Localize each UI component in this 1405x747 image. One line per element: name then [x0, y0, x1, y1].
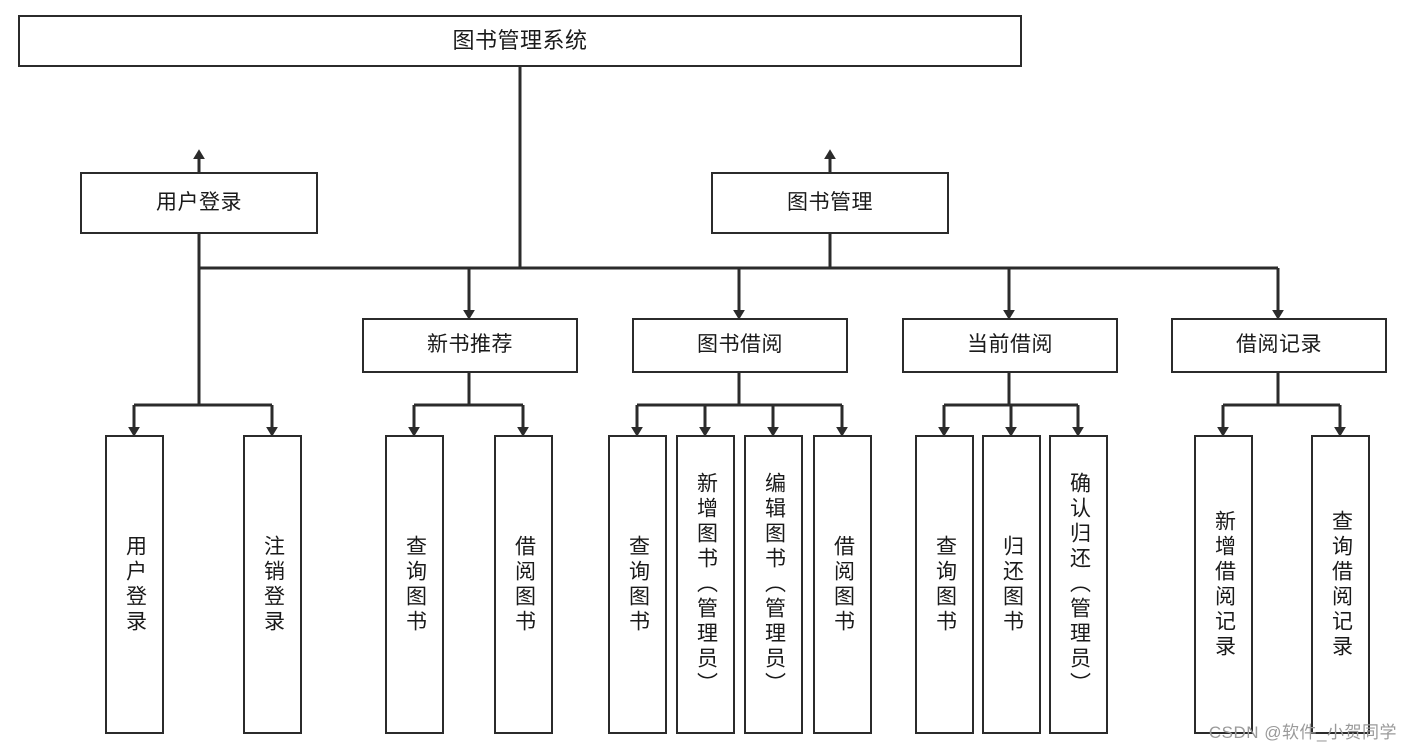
- node-root-book-management-system[interactable]: 图书管理系统: [18, 15, 1022, 67]
- node-label: 用户登录: [123, 534, 147, 635]
- node-label: 查询图书: [933, 534, 957, 635]
- node-leaf-borrow-edit-book[interactable]: 编辑图书（管理员）: [744, 435, 803, 734]
- node-current-borrowing[interactable]: 当前借阅: [902, 318, 1118, 373]
- node-label: 新增借阅记录: [1212, 509, 1236, 660]
- node-label: 借阅记录: [1236, 333, 1322, 357]
- node-new-book-recommendation[interactable]: 新书推荐: [362, 318, 578, 373]
- node-label: 图书借阅: [697, 333, 783, 357]
- node-leaf-rec-query-book[interactable]: 查询图书: [385, 435, 444, 734]
- node-label: 用户登录: [156, 190, 242, 214]
- node-leaf-borrow-borrow-book[interactable]: 借阅图书: [813, 435, 872, 734]
- node-borrowing-record[interactable]: 借阅记录: [1171, 318, 1387, 373]
- node-leaf-logout[interactable]: 注销登录: [243, 435, 302, 734]
- node-leaf-user-login[interactable]: 用户登录: [105, 435, 164, 734]
- node-leaf-cur-confirm-return[interactable]: 确认归还（管理员）: [1049, 435, 1108, 734]
- node-leaf-cur-query-book[interactable]: 查询图书: [915, 435, 974, 734]
- node-leaf-rec-add-record[interactable]: 新增借阅记录: [1194, 435, 1253, 734]
- node-label: 查询图书: [626, 534, 650, 635]
- node-leaf-rec-query-record[interactable]: 查询借阅记录: [1311, 435, 1370, 734]
- node-label: 图书管理系统: [452, 28, 588, 54]
- node-book-borrowing[interactable]: 图书借阅: [632, 318, 848, 373]
- node-label: 归还图书: [1000, 534, 1024, 635]
- node-leaf-cur-return-book[interactable]: 归还图书: [982, 435, 1041, 734]
- node-label: 当前借阅: [967, 333, 1053, 357]
- node-label: 图书管理: [787, 190, 873, 214]
- node-label: 新书推荐: [427, 333, 513, 357]
- node-label: 查询借阅记录: [1329, 509, 1353, 660]
- node-label: 新增图书（管理员）: [694, 472, 718, 697]
- node-label: 确认归还（管理员）: [1067, 472, 1091, 697]
- csdn-watermark: CSDN @软件_小贺同学: [1208, 723, 1397, 742]
- node-user-login[interactable]: 用户登录: [80, 172, 318, 234]
- node-leaf-borrow-query-book[interactable]: 查询图书: [608, 435, 667, 734]
- node-label: 注销登录: [261, 534, 285, 635]
- node-label: 查询图书: [403, 534, 427, 635]
- node-label: 借阅图书: [512, 534, 536, 635]
- node-leaf-borrow-add-book[interactable]: 新增图书（管理员）: [676, 435, 735, 734]
- node-label: 借阅图书: [831, 534, 855, 635]
- node-book-management[interactable]: 图书管理: [711, 172, 949, 234]
- node-leaf-rec-borrow-book[interactable]: 借阅图书: [494, 435, 553, 734]
- node-label: 编辑图书（管理员）: [762, 472, 786, 697]
